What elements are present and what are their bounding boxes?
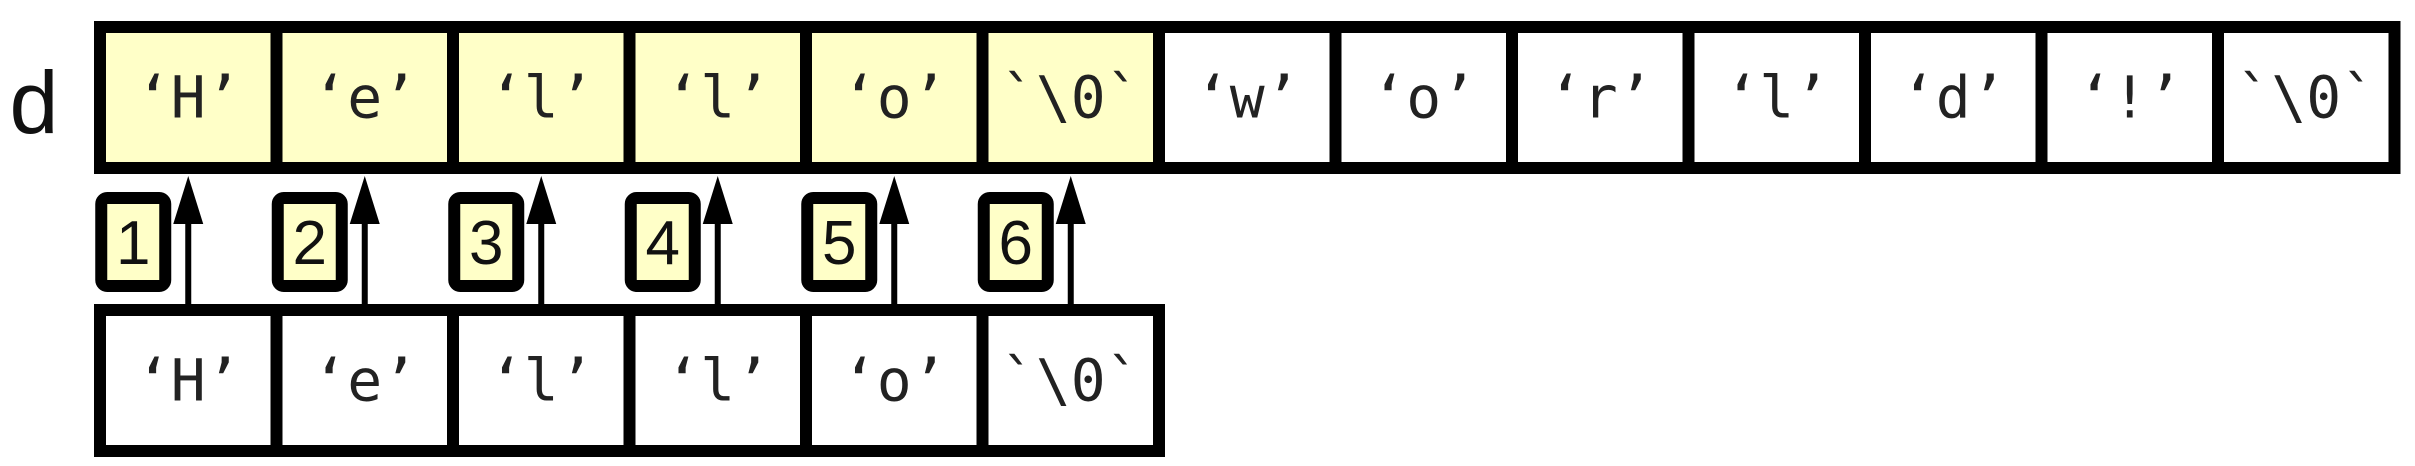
source-cell: ‘o’ [800,304,989,457]
destination-cell-value: ‘l’ [489,64,594,132]
source-array: ‘H’ ‘e’ ‘l’ ‘l’ ‘o’ `\0` [94,304,1165,457]
step-badge: 5 [801,192,878,292]
source-cell-value: ‘o’ [842,347,947,415]
destination-label: d [10,53,59,152]
step-badge-box [448,192,525,292]
source-cell-value: ‘e’ [312,347,417,415]
step-badge-box [271,192,348,292]
destination-cell-box [270,21,459,174]
source-cell-box [270,304,459,457]
source-cell-box [800,304,989,457]
destination-cell-box [447,21,636,174]
destination-cell: ‘!’ [2035,21,2224,174]
arrow-head-icon [1055,176,1086,224]
source-cell-value: ‘H’ [136,347,241,415]
destination-cell: ‘l’ [1682,21,1871,174]
destination-cell-value: ‘o’ [842,64,947,132]
destination-cell-value: ‘l’ [665,64,770,132]
source-cell: ‘l’ [623,304,812,457]
copy-arrow [173,176,204,304]
destination-cell-value: `\0` [2236,64,2376,132]
destination-cell-value: ‘l’ [1724,64,1829,132]
step-badge: 4 [624,192,701,292]
step-badge-box [801,192,878,292]
destination-cell-value: ‘r’ [1548,64,1653,132]
arrow-head-icon [702,176,733,224]
step-number: 3 [469,209,503,278]
copy-arrows [173,176,1086,304]
step-number: 5 [822,209,856,278]
source-cell: ‘H’ [94,304,283,457]
arrow-head-icon [349,176,380,224]
destination-cell-value: ‘H’ [136,64,241,132]
source-cell: ‘l’ [447,304,636,457]
destination-cell-box [800,21,989,174]
source-cell: ‘e’ [270,304,459,457]
destination-cell-value: `\0` [1001,64,1141,132]
step-badge-box [624,192,701,292]
source-cell-value: `\0` [1001,347,1141,415]
arrow-head-icon [526,176,557,224]
arrow-head-icon [879,176,910,224]
destination-cell-value: ‘e’ [312,64,417,132]
destination-cell-box [1329,21,1518,174]
step-badge: 1 [95,192,172,292]
source-cell-box [976,304,1165,457]
destination-cell-box [94,21,283,174]
destination-cell-value: ‘o’ [1371,64,1476,132]
step-badges: 1 2 3 4 5 6 [95,192,1054,292]
copy-arrow [879,176,910,304]
source-cell-box [447,304,636,457]
destination-cell: ‘o’ [1329,21,1518,174]
destination-cell: ‘H’ [94,21,283,174]
copy-arrow [349,176,380,304]
destination-cell-value: ‘!’ [2077,64,2182,132]
destination-cell: ‘w’ [1153,21,1342,174]
destination-cell: `\0` [2212,21,2401,174]
step-badge: 2 [271,192,348,292]
step-badge-box [977,192,1054,292]
destination-cell: ‘r’ [1506,21,1695,174]
arrow-head-icon [173,176,204,224]
destination-cell: ‘l’ [447,21,636,174]
destination-cell: ‘d’ [1859,21,2048,174]
copy-arrow [526,176,557,304]
step-number: 1 [116,209,150,278]
destination-cell: ‘l’ [623,21,812,174]
destination-cell-box [1506,21,1695,174]
step-number: 2 [293,209,327,278]
step-badge: 6 [977,192,1054,292]
destination-array: ‘H’ ‘e’ ‘l’ ‘l’ ‘o’ `\0` ‘w’ ‘o’ ‘r’ ‘l’ ‘d’ ‘!’ `\0… [94,21,2401,174]
destination-cell: ‘o’ [800,21,989,174]
copy-arrow [702,176,733,304]
step-number: 6 [999,209,1033,278]
step-badge-box [95,192,172,292]
source-cell-value: ‘l’ [489,347,594,415]
copy-arrow [1055,176,1086,304]
source-cell: `\0` [976,304,1165,457]
destination-cell: ‘e’ [270,21,459,174]
destination-cell-box [1682,21,1871,174]
destination-cell: `\0` [976,21,1165,174]
step-number: 4 [646,209,680,278]
destination-cell-box [2212,21,2401,174]
step-badge: 3 [448,192,525,292]
source-cell-value: ‘l’ [665,347,770,415]
destination-cell-value: ‘w’ [1195,64,1300,132]
destination-cell-value: ‘d’ [1901,64,2006,132]
